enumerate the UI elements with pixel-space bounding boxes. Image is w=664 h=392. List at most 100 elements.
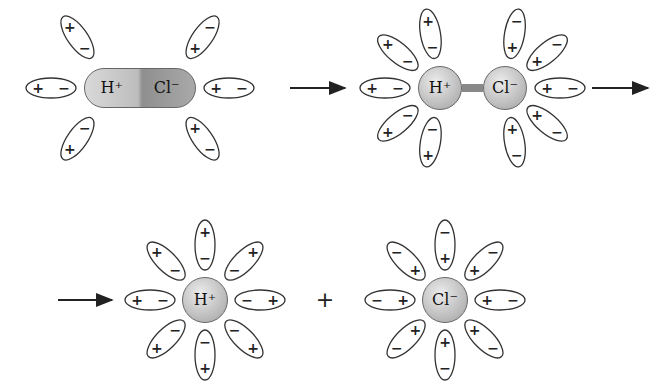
water-dipole xyxy=(372,29,423,76)
charge-sign: + xyxy=(189,121,201,135)
charge-sign: − xyxy=(241,293,253,307)
charge-sign: + xyxy=(210,81,222,95)
charge-sign: − xyxy=(551,37,563,51)
charge-sign: − xyxy=(511,14,523,28)
ion-circle: Cl⁻ xyxy=(483,66,527,110)
charge-sign: + xyxy=(422,148,434,162)
charge-sign: + xyxy=(199,225,211,239)
water-dipole xyxy=(372,100,423,147)
charge-sign: − xyxy=(371,293,383,307)
charge-sign: − xyxy=(229,323,241,337)
charge-sign: − xyxy=(391,245,403,259)
dipole-group xyxy=(26,7,585,380)
charge-sign: − xyxy=(427,122,439,136)
water-dipole xyxy=(365,290,415,310)
charge-sign: − xyxy=(199,335,211,349)
ion-circle: H⁺ xyxy=(182,277,228,323)
water-dipole xyxy=(500,7,528,60)
charge-sign: + xyxy=(506,40,518,54)
water-dipole xyxy=(55,113,100,165)
water-dipole xyxy=(360,78,410,98)
water-dipole xyxy=(381,314,430,363)
charge-sign: + xyxy=(64,142,76,156)
water-dipole xyxy=(26,78,76,98)
ion-symbol: Cl⁻ xyxy=(492,80,518,96)
charge-sign: − xyxy=(199,251,211,265)
water-dipole xyxy=(459,236,508,285)
charge-sign: − xyxy=(439,361,451,375)
ion-symbol: H⁺ xyxy=(429,80,451,96)
charge-sign: + xyxy=(481,293,493,307)
water-dipole xyxy=(55,11,100,63)
charge-sign: − xyxy=(169,323,181,337)
ion-circle: H⁺ xyxy=(418,66,462,110)
charge-sign: − xyxy=(402,108,414,122)
charge-sign: − xyxy=(487,245,499,259)
charge-sign: − xyxy=(79,121,91,135)
water-dipole xyxy=(459,314,508,363)
charge-sign: + xyxy=(541,81,553,95)
charge-sign: + xyxy=(531,54,543,68)
water-dipole xyxy=(125,290,175,310)
charge-sign: + xyxy=(199,361,211,375)
water-dipole xyxy=(522,100,573,147)
charge-sign: − xyxy=(392,81,404,95)
water-dipole xyxy=(416,116,444,169)
hcl-molecule: H⁺ Cl⁻ xyxy=(84,68,196,108)
charge-sign: − xyxy=(567,81,579,95)
charge-sign: − xyxy=(79,41,91,55)
charge-sign: + xyxy=(151,245,163,259)
water-dipole xyxy=(416,7,444,60)
charge-sign: + xyxy=(131,293,143,307)
charge-sign: + xyxy=(422,14,434,28)
charge-sign: − xyxy=(169,263,181,277)
reaction-arrow xyxy=(592,87,648,89)
plus-operator: + xyxy=(316,289,334,311)
charge-sign: + xyxy=(382,37,394,51)
charge-sign: − xyxy=(204,20,216,34)
charge-sign: + xyxy=(531,108,543,122)
charge-sign: − xyxy=(427,40,439,54)
water-dipole xyxy=(141,314,190,363)
water-dipole xyxy=(204,78,254,98)
reaction-arrow xyxy=(290,87,345,89)
charge-sign: − xyxy=(511,148,523,162)
charge-sign: + xyxy=(382,125,394,139)
charge-sign: + xyxy=(32,81,44,95)
charge-sign: − xyxy=(204,142,216,156)
charge-sign: + xyxy=(439,251,451,265)
charge-sign: − xyxy=(439,225,451,239)
charge-sign: − xyxy=(402,54,414,68)
water-dipole xyxy=(219,314,268,363)
ion-symbol: H⁺ xyxy=(100,80,122,96)
charge-sign: − xyxy=(551,125,563,139)
charge-sign: + xyxy=(267,293,279,307)
charge-sign: − xyxy=(157,293,169,307)
water-dipole xyxy=(235,290,285,310)
water-dipole xyxy=(180,113,225,165)
ion-circle: Cl⁻ xyxy=(422,277,468,323)
water-dipole xyxy=(195,220,215,270)
water-dipole xyxy=(180,11,225,63)
water-dipole xyxy=(219,236,268,285)
charge-sign: + xyxy=(247,341,259,355)
charge-sign: + xyxy=(397,293,409,307)
charge-sign: − xyxy=(507,293,519,307)
water-dipole xyxy=(435,220,455,270)
water-dipole xyxy=(535,78,585,98)
charge-sign: + xyxy=(189,41,201,55)
water-dipole xyxy=(475,290,525,310)
charge-sign: + xyxy=(439,335,451,349)
charge-sign: + xyxy=(409,323,421,337)
water-dipole xyxy=(141,236,190,285)
water-dipole xyxy=(381,236,430,285)
charge-sign: + xyxy=(469,263,481,277)
ion-symbol: Cl⁻ xyxy=(154,80,180,96)
water-dipole xyxy=(522,29,573,76)
charge-sign: − xyxy=(236,81,248,95)
water-dipole xyxy=(435,330,455,380)
reaction-arrow xyxy=(58,299,112,301)
charge-sign: − xyxy=(58,81,70,95)
